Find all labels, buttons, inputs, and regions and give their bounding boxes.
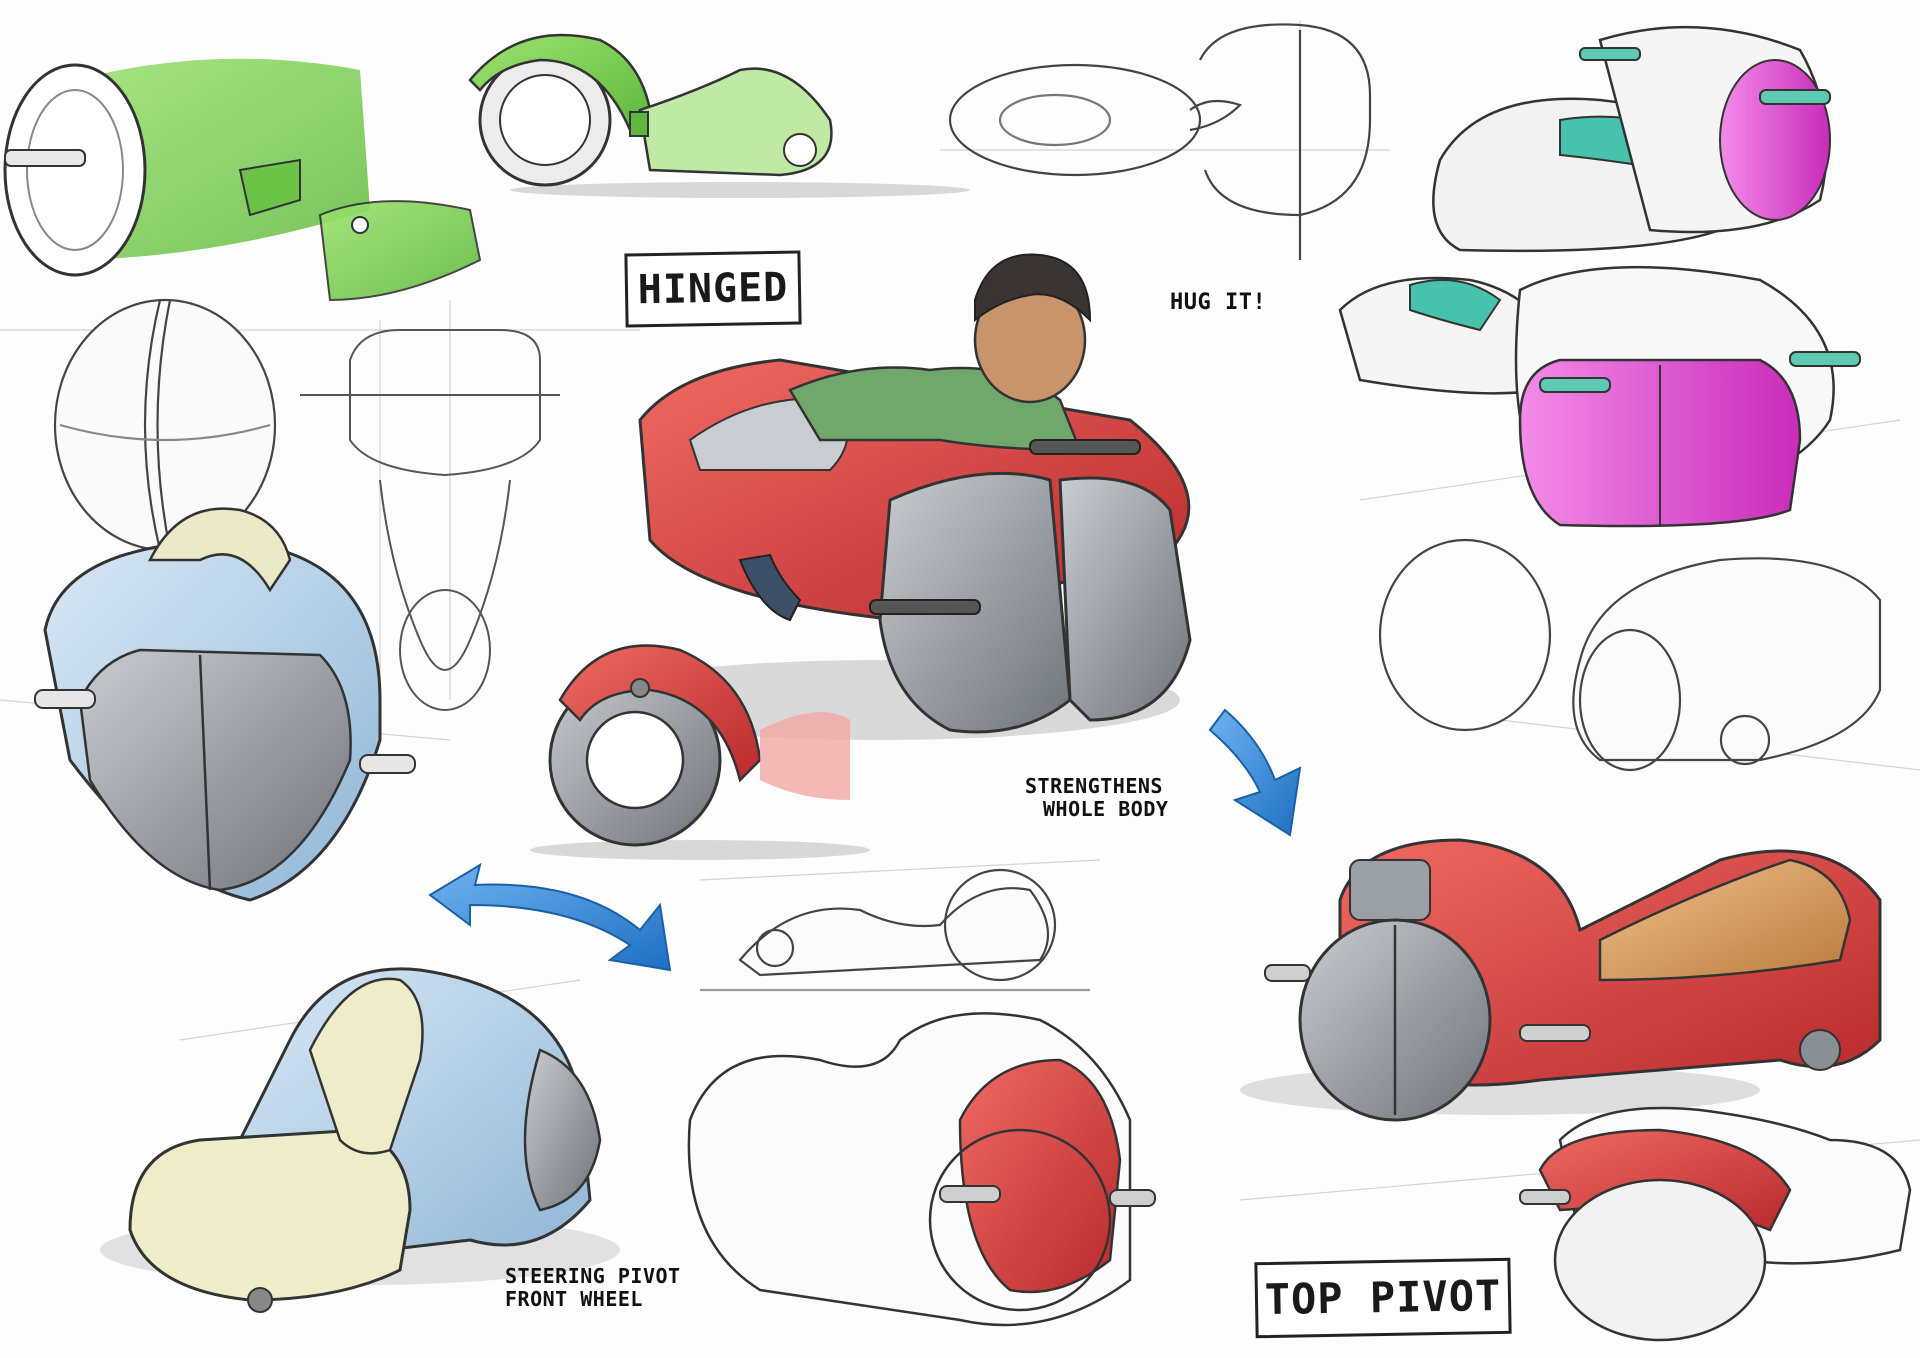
note-steering-line2: FRONT WHEEL [505, 1287, 643, 1311]
magenta-wheel-bike-sketch-bottom [1338, 265, 1861, 528]
top-view-outline-sketch [948, 23, 1372, 260]
blue-front-wheel-cover-sketch [34, 507, 416, 902]
right-wireframe-sketches [1378, 538, 1882, 772]
green-hinged-body-sketch [3, 58, 482, 302]
outline-side-view-sketch [700, 868, 1090, 992]
note-strengthens: STRENGTHENS WHOLE BODY [1025, 775, 1168, 821]
steering-double-arrow [428, 862, 672, 972]
front-view-wireframe-sketch [300, 329, 560, 711]
red-front-wheel-side-sketch [530, 644, 870, 860]
note-steering-line1: STEERING PIVOT [505, 1264, 681, 1288]
red-front-outline-bike-sketch [687, 1012, 1156, 1327]
small-red-bike-sketch [1519, 1106, 1912, 1342]
label-top-pivot: TOP PIVOT [1254, 1257, 1512, 1339]
blue-cream-bike-sketch [100, 967, 620, 1313]
label-hinged: HINGED [624, 250, 802, 328]
note-hug-it: HUG IT! [1170, 290, 1267, 315]
magenta-wheel-bike-sketch-top [1432, 25, 1831, 253]
red-hug-bike-main-sketch [580, 253, 1192, 740]
note-steering-pivot: STEERING PIVOT FRONT WHEEL [505, 1265, 681, 1311]
note-strengthens-line1: STRENGTHENS [1025, 774, 1163, 798]
green-side-view-sketch [468, 33, 970, 198]
direction-arrow-down [1208, 708, 1302, 837]
red-tan-bike-sketch [1240, 838, 1882, 1122]
note-strengthens-line2: WHOLE BODY [1043, 797, 1169, 821]
